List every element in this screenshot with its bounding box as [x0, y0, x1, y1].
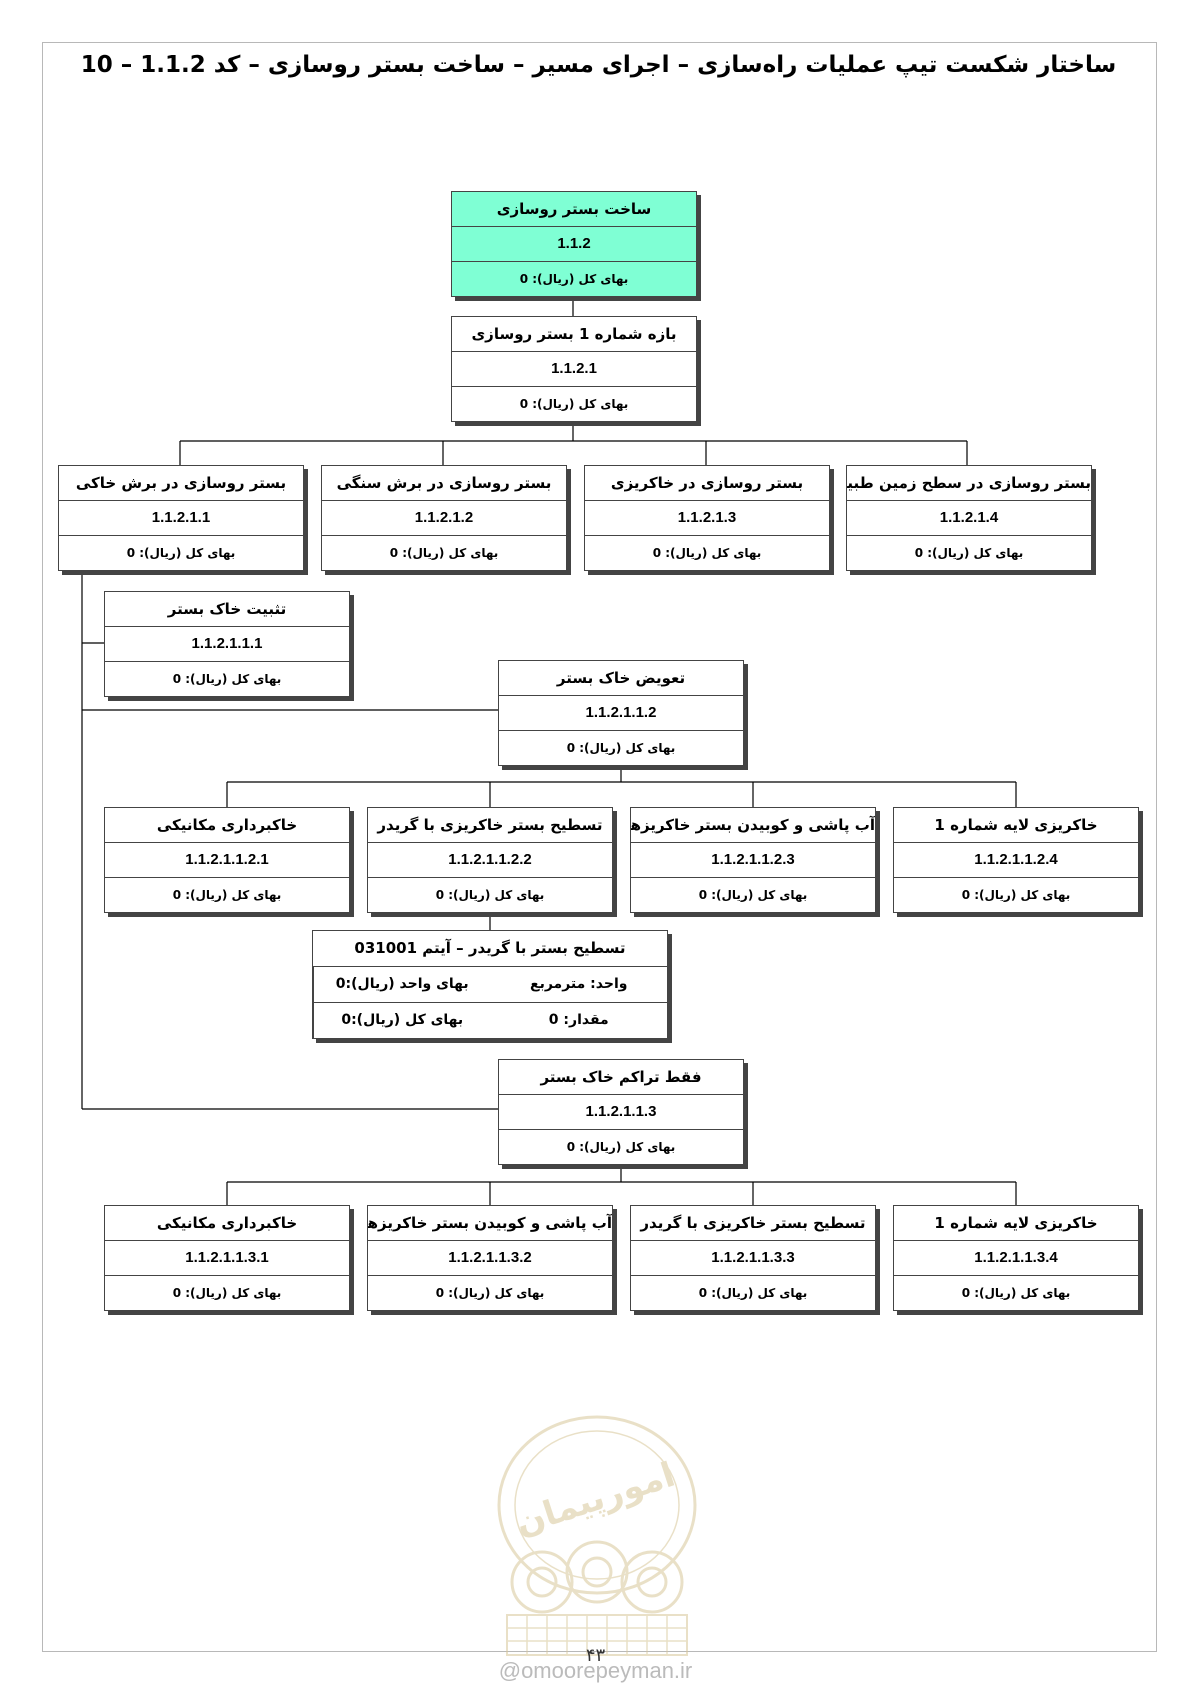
- wbs-node-1.1.2.1.1.2.4[interactable]: خاکریزی لایه شماره 1 1.1.2.1.1.2.4 بهای …: [893, 807, 1139, 913]
- node-name: آب پاشی و کوبیدن بستر خاکریزها: [368, 1206, 612, 1241]
- page-number: ۴۳: [585, 1645, 606, 1666]
- wbs-node-1.1.2.1.1.2.3[interactable]: آب پاشی و کوبیدن بستر خاکریزها 1.1.2.1.1…: [630, 807, 876, 913]
- wbs-node-1.1.2.1.1.3.1[interactable]: خاکبرداری مکانیکی 1.1.2.1.1.3.1 بهای کل …: [104, 1205, 350, 1311]
- node-code: 1.1.2.1.3: [585, 501, 829, 536]
- node-code: 1.1.2.1.1.1: [105, 627, 349, 662]
- node-name: بستر روسازی در برش خاکی: [59, 466, 303, 501]
- node-cost: بهای کل (ریال): 0: [435, 1286, 545, 1300]
- item-title: تسطیح بستر با گریدر – آیتم 031001: [313, 931, 667, 967]
- node-code: 1.1.2: [452, 227, 696, 262]
- node-cost: بهای کل (ریال): 0: [172, 672, 282, 686]
- wbs-node-root[interactable]: ساخت بستر روسازی 1.1.2 بهای کل (ریال): 0: [451, 191, 697, 297]
- node-name: فقط تراکم خاک بستر: [499, 1060, 743, 1095]
- node-name: خاکریزی لایه شماره 1: [894, 808, 1138, 843]
- wbs-node-1.1.2.1.2[interactable]: بستر روسازی در برش سنگی 1.1.2.1.2 بهای ک…: [321, 465, 567, 571]
- item-total: بهای کل (ریال):0: [313, 1003, 491, 1038]
- node-cost: بهای کل (ریال): 0: [172, 1286, 282, 1300]
- node-name: خاکریزی لایه شماره 1: [894, 1206, 1138, 1241]
- node-cost: بهای کل (ریال): 0: [961, 888, 1071, 902]
- item-row-unit: واحد: مترمربع بهای واحد (ریال):0: [313, 967, 667, 1003]
- wbs-node-1.1.2.1.3[interactable]: بستر روسازی در خاکریزی 1.1.2.1.3 بهای کل…: [584, 465, 830, 571]
- page-frame: [42, 42, 1157, 1652]
- wbs-node-1.1.2.1[interactable]: بازه شماره 1 بستر روسازی 1.1.2.1 بهای کل…: [451, 316, 697, 422]
- node-cost: بهای کل (ریال): 0: [914, 546, 1024, 560]
- node-code: 1.1.2.1.2: [322, 501, 566, 536]
- node-cost: بهای کل (ریال): 0: [389, 546, 499, 560]
- node-code: 1.1.2.1.4: [847, 501, 1091, 536]
- wbs-node-1.1.2.1.1.2.2[interactable]: تسطیح بستر خاکریزی با گریدر 1.1.2.1.1.2.…: [367, 807, 613, 913]
- wbs-node-1.1.2.1.1.3.2[interactable]: آب پاشی و کوبیدن بستر خاکریزها 1.1.2.1.1…: [367, 1205, 613, 1311]
- node-cost: بهای کل (ریال): 0: [566, 741, 676, 755]
- node-name: بستر روسازی در خاکریزی: [585, 466, 829, 501]
- node-name: خاکبرداری مکانیکی: [105, 808, 349, 843]
- node-name: آب پاشی و کوبیدن بستر خاکریزها: [631, 808, 875, 843]
- node-code: 1.1.2.1.1.2.4: [894, 843, 1138, 878]
- node-name: تسطیح بستر خاکریزی با گریدر: [631, 1206, 875, 1241]
- wbs-node-1.1.2.1.1[interactable]: بستر روسازی در برش خاکی 1.1.2.1.1 بهای ک…: [58, 465, 304, 571]
- node-name: بازه شماره 1 بستر روسازی: [452, 317, 696, 352]
- node-cost: بهای کل (ریال): 0: [698, 1286, 808, 1300]
- node-code: 1.1.2.1.1.2.1: [105, 843, 349, 878]
- page-title: ساختار شکست تیپ عملیات راه‌سازی – اجرای …: [80, 52, 1117, 78]
- watermark-text: امورپیمان: [511, 1455, 680, 1544]
- node-cost: بهای کل (ریال): 0: [519, 272, 629, 286]
- node-cost: بهای کل (ریال): 0: [652, 546, 762, 560]
- node-name: بستر روسازی در سطح زمین طبیعی: [847, 466, 1091, 501]
- node-code: 1.1.2.1.1.2: [499, 696, 743, 731]
- node-cost: بهای کل (ریال): 0: [698, 888, 808, 902]
- node-code: 1.1.2.1: [452, 352, 696, 387]
- node-code: 1.1.2.1.1.2.2: [368, 843, 612, 878]
- work-item-box[interactable]: تسطیح بستر با گریدر – آیتم 031001 واحد: …: [312, 930, 668, 1039]
- wbs-node-1.1.2.1.1.2[interactable]: تعویض خاک بستر 1.1.2.1.1.2 بهای کل (ریال…: [498, 660, 744, 766]
- node-code: 1.1.2.1.1: [59, 501, 303, 536]
- node-code: 1.1.2.1.1.3: [499, 1095, 743, 1130]
- site-watermark: @omoorepeyman.ir: [498, 1658, 693, 1683]
- wbs-node-1.1.2.1.1.3.4[interactable]: خاکریزی لایه شماره 1 1.1.2.1.1.3.4 بهای …: [893, 1205, 1139, 1311]
- item-unit-price: بهای واحد (ریال):0: [313, 967, 491, 1002]
- node-name: ساخت بستر روسازی: [452, 192, 696, 227]
- node-code: 1.1.2.1.1.3.3: [631, 1241, 875, 1276]
- item-row-quantity: مقدار: 0 بهای کل (ریال):0: [313, 1003, 667, 1038]
- node-name: تعویض خاک بستر: [499, 661, 743, 696]
- node-name: خاکبرداری مکانیکی: [105, 1206, 349, 1241]
- node-cost: بهای کل (ریال): 0: [566, 1140, 676, 1154]
- node-name: تثبیت خاک بستر: [105, 592, 349, 627]
- gears-emblem-icon: امورپیمان: [497, 1415, 697, 1656]
- node-code: 1.1.2.1.1.3.2: [368, 1241, 612, 1276]
- node-name: بستر روسازی در برش سنگی: [322, 466, 566, 501]
- wbs-node-1.1.2.1.1.3[interactable]: فقط تراکم خاک بستر 1.1.2.1.1.3 بهای کل (…: [498, 1059, 744, 1165]
- node-cost: بهای کل (ریال): 0: [435, 888, 545, 902]
- wbs-node-1.1.2.1.1.3.3[interactable]: تسطیح بستر خاکریزی با گریدر 1.1.2.1.1.3.…: [630, 1205, 876, 1311]
- node-cost: بهای کل (ریال): 0: [961, 1286, 1071, 1300]
- node-name: تسطیح بستر خاکریزی با گریدر: [368, 808, 612, 843]
- wbs-node-1.1.2.1.1.2.1[interactable]: خاکبرداری مکانیکی 1.1.2.1.1.2.1 بهای کل …: [104, 807, 350, 913]
- node-code: 1.1.2.1.1.2.3: [631, 843, 875, 878]
- node-code: 1.1.2.1.1.3.1: [105, 1241, 349, 1276]
- node-cost: بهای کل (ریال): 0: [519, 397, 629, 411]
- node-cost: بهای کل (ریال): 0: [172, 888, 282, 902]
- node-cost: بهای کل (ریال): 0: [126, 546, 236, 560]
- item-quantity: مقدار: 0: [548, 1012, 609, 1028]
- item-unit: واحد: مترمربع: [530, 976, 628, 992]
- wbs-node-1.1.2.1.1.1[interactable]: تثبیت خاک بستر 1.1.2.1.1.1 بهای کل (ریال…: [104, 591, 350, 697]
- node-code: 1.1.2.1.1.3.4: [894, 1241, 1138, 1276]
- wbs-node-1.1.2.1.4[interactable]: بستر روسازی در سطح زمین طبیعی 1.1.2.1.4 …: [846, 465, 1092, 571]
